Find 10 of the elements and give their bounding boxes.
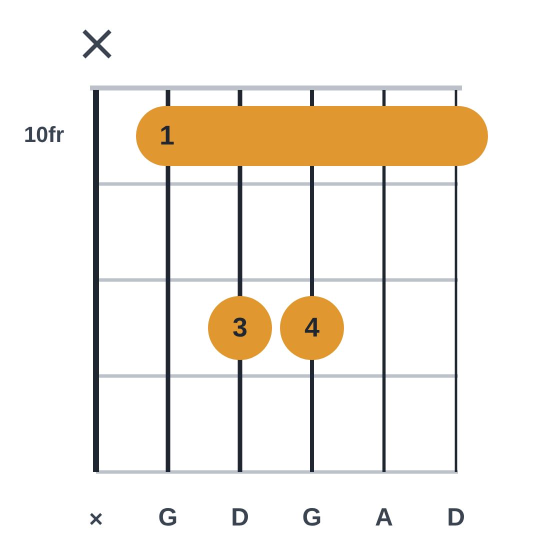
string-label: G [302, 506, 322, 530]
finger-number: 4 [304, 314, 320, 342]
finger-number: 1 [159, 122, 175, 150]
string-label: × [89, 508, 103, 532]
fret-number-label: 10fr [24, 124, 64, 146]
string-label: D [446, 506, 466, 530]
string-label: A [374, 506, 394, 530]
string-label: G [158, 506, 178, 530]
string-label: D [230, 506, 250, 530]
finger-number: 3 [232, 314, 248, 342]
